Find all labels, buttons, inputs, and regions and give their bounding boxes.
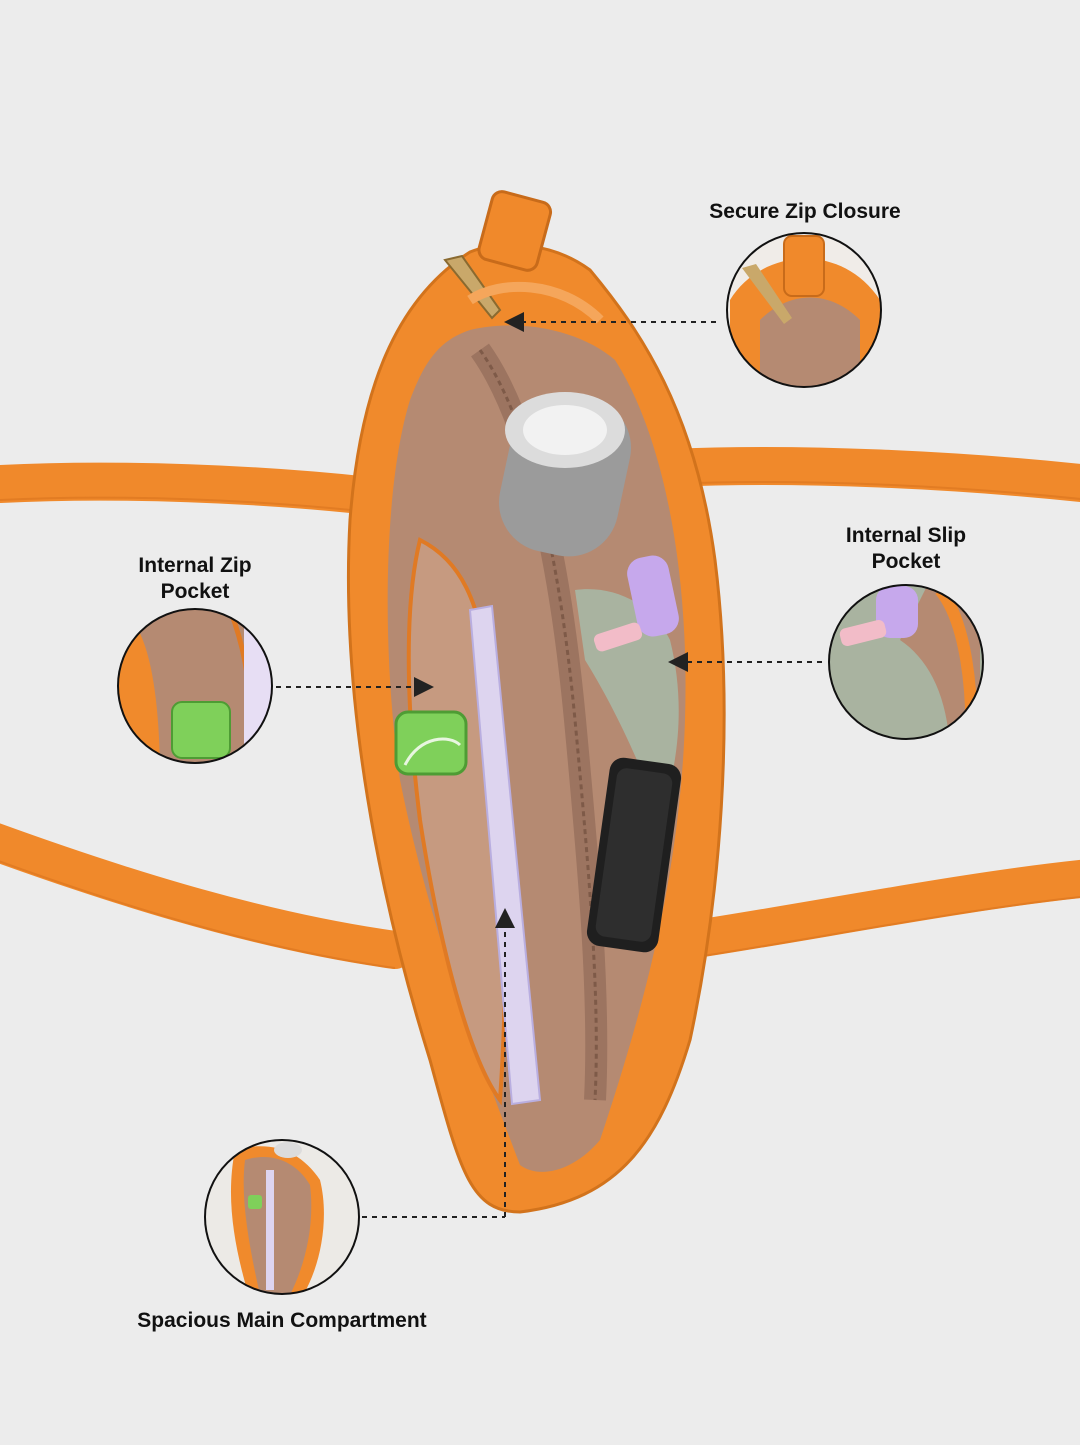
feature-label-zip-pocket: Internal Zip Pocket: [138, 554, 252, 603]
callout-zip-pocket: [117, 608, 273, 764]
notebook-icon: [468, 604, 542, 1106]
bag-straps: [0, 446, 1080, 969]
phone-icon: [586, 757, 682, 953]
green-pouch-detail-icon: [171, 701, 231, 759]
bottle-icon: [498, 392, 632, 557]
callout-zip-closure: [726, 232, 882, 388]
zipper-tab: [477, 190, 553, 272]
zipper-detail-icon: [742, 264, 792, 324]
leader-lines: [276, 312, 822, 1218]
feature-label-slip-pocket: Internal Slip Pocket: [845, 524, 967, 573]
feature-label-zip-closure: Secure Zip Closure: [709, 200, 901, 223]
callout-slip-pocket: [828, 584, 984, 740]
green-case-icon: [394, 710, 468, 776]
lipstick-detail-icon: [839, 619, 887, 647]
callout-main-compartment: [204, 1139, 360, 1295]
lipstick-icon: [593, 555, 679, 652]
feature-label-main-compartment: Spacious Main Compartment: [137, 1309, 427, 1332]
